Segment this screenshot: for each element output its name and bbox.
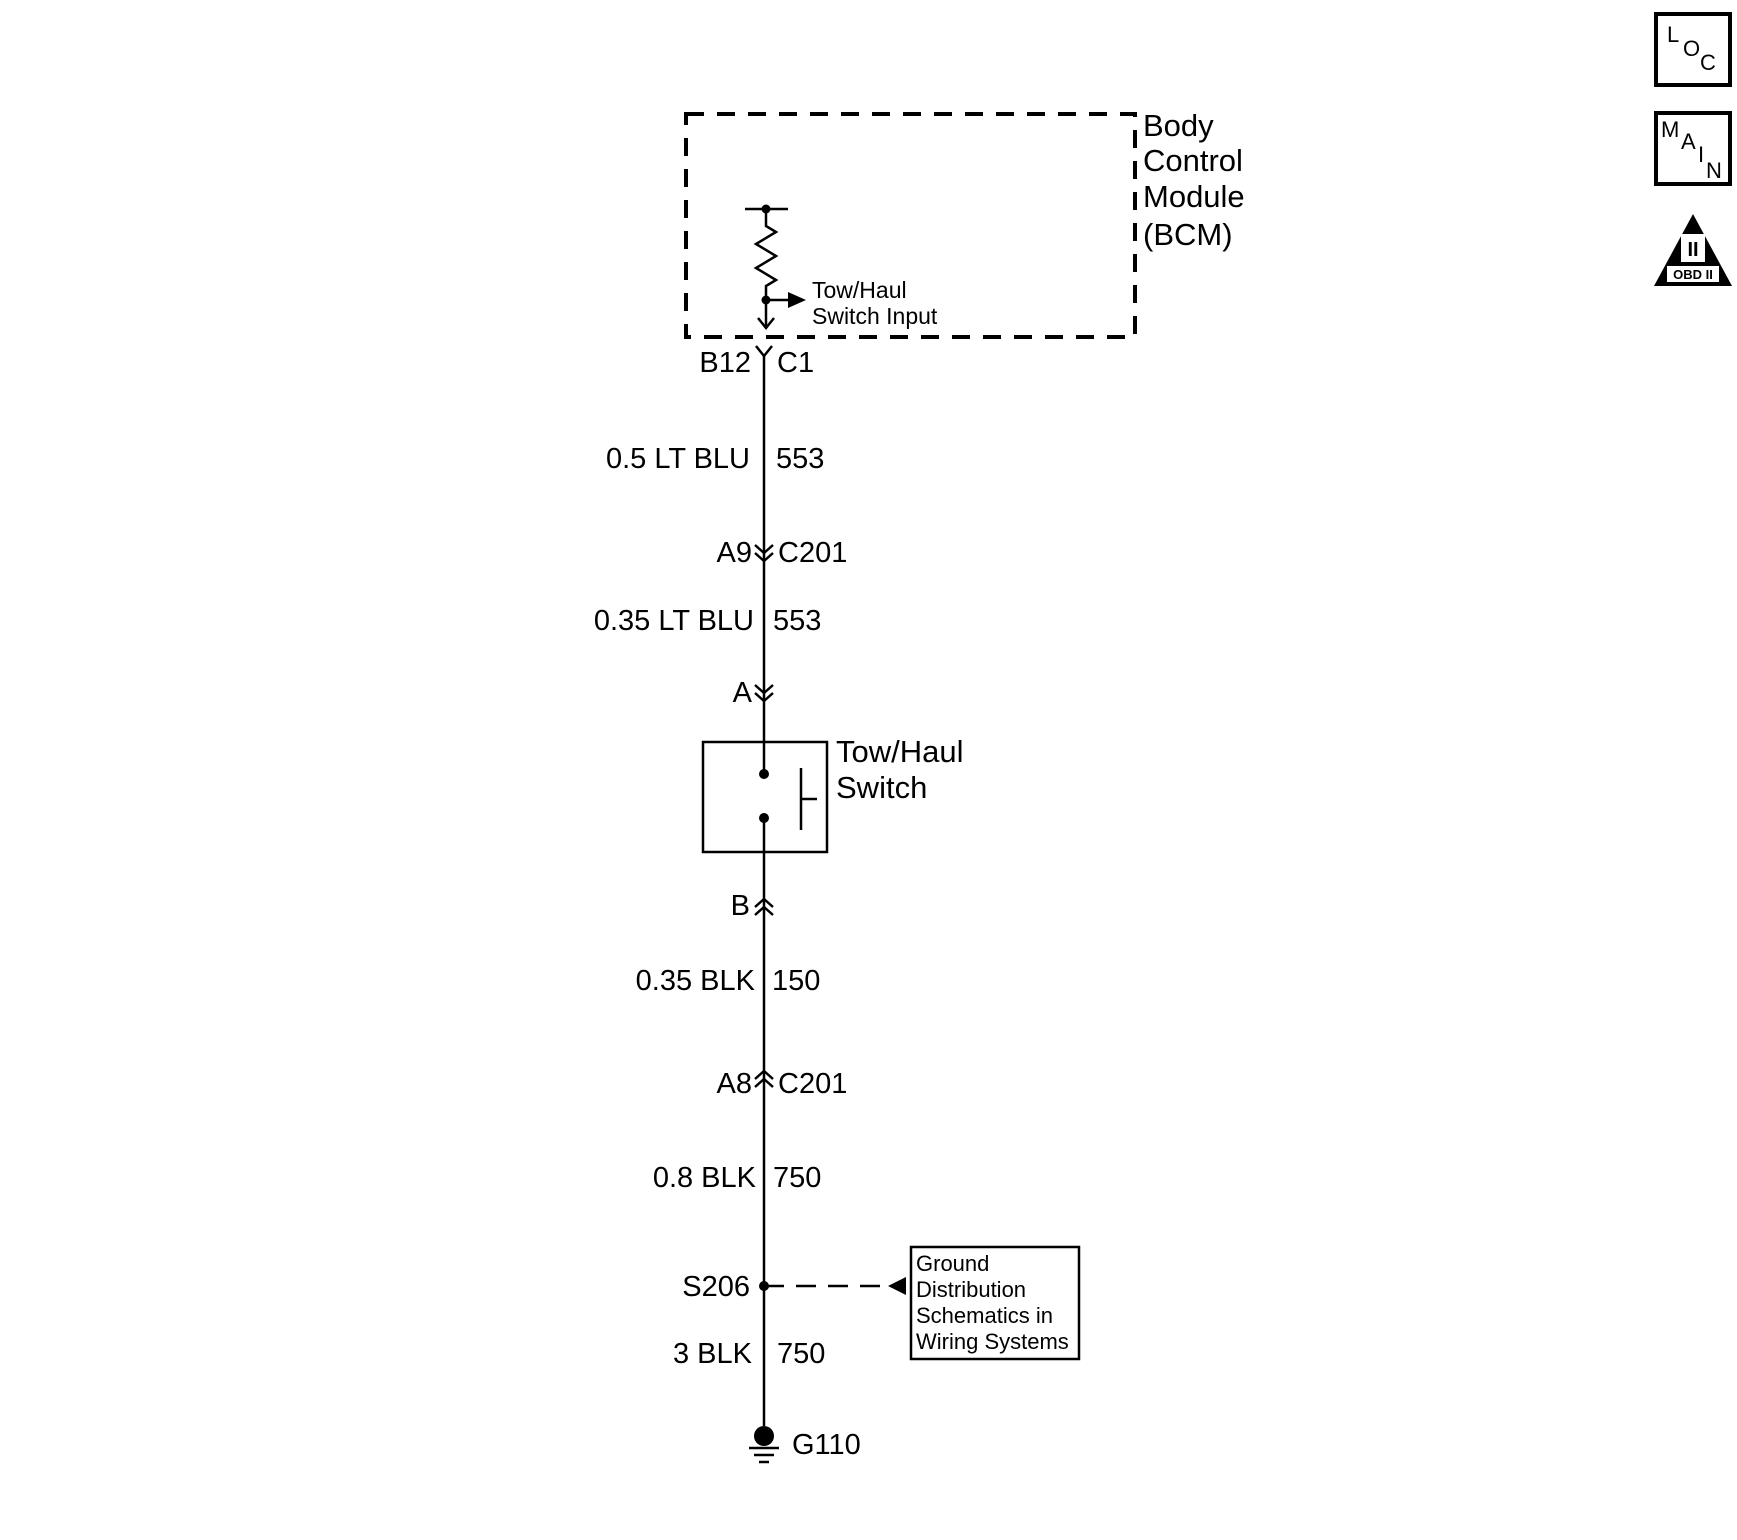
wire-4-gauge-color: 0.8 BLK <box>653 1162 757 1194</box>
wire-2-gauge-color: 0.35 LT BLU <box>594 605 754 637</box>
obd-numeral: II <box>1687 239 1698 261</box>
tow-haul-switch: Tow/Haul Switch <box>701 734 964 854</box>
main-letter-4: N <box>1706 158 1722 183</box>
switch-pin-b-chevron-icon <box>754 897 774 916</box>
reference-line-3: Schematics in <box>916 1303 1053 1328</box>
connector-up-chevron-icon <box>754 1069 774 1088</box>
c201-upper-pin: A9 <box>717 537 752 569</box>
wire-2-circuit: 553 <box>773 605 821 637</box>
main-icon[interactable]: M A I N <box>1654 111 1732 186</box>
wire-5-circuit: 750 <box>777 1338 825 1370</box>
connector-c201-lower: A8 C201 <box>717 1068 848 1100</box>
loc-letter-1: L <box>1667 22 1679 47</box>
c201-lower-id: C201 <box>778 1068 847 1100</box>
bcm-title-line-2: Control <box>1143 143 1243 178</box>
reference-line-2: Distribution <box>916 1277 1026 1302</box>
main-letter-1: M <box>1661 117 1679 142</box>
loc-icon[interactable]: L O C <box>1654 12 1732 87</box>
wire-4-circuit: 750 <box>773 1162 821 1194</box>
wire-3-circuit: 150 <box>772 965 820 997</box>
c201-upper-id: C201 <box>778 537 847 569</box>
main-letter-2: A <box>1681 129 1696 154</box>
reference-line-1: Ground <box>916 1251 989 1276</box>
splice-label: S206 <box>682 1271 750 1303</box>
bcm-title-line-4: (BCM) <box>1143 217 1233 252</box>
reference-line-4: Wiring Systems <box>916 1329 1069 1354</box>
switch-label-line-2: Switch <box>836 770 927 805</box>
bcm-input-label-line-2: Switch Input <box>812 303 938 329</box>
reference-box: Ground Distribution Schematics in Wiring… <box>909 1245 1081 1361</box>
bcm-title-line-3: Module <box>1143 179 1245 214</box>
loc-letter-3: C <box>1700 50 1716 75</box>
pullup-resistor-icon <box>745 204 788 331</box>
loc-letter-2: O <box>1683 36 1700 61</box>
ground-icon <box>749 1426 779 1464</box>
connector-down-chevron-icon <box>754 544 774 563</box>
pushbutton-icon <box>799 768 817 830</box>
bcm-dashed-border <box>684 112 1137 339</box>
switch-pin-a-label: A <box>733 677 753 709</box>
switch-label-line-1: Tow/Haul <box>836 734 964 769</box>
connector-fork-icon <box>755 345 773 359</box>
main-letter-3: I <box>1698 142 1704 167</box>
bcm-connector: B12 C1 <box>699 345 814 379</box>
signal-arrow-icon <box>766 292 806 308</box>
reference-arrow-icon <box>888 1277 906 1295</box>
bcm-title-line-1: Body <box>1143 108 1214 143</box>
connector-c201-upper: A9 C201 <box>717 537 848 569</box>
bcm-connector-pin: B12 <box>699 347 751 379</box>
c201-lower-pin: A8 <box>717 1068 752 1100</box>
wire-5-gauge-color: 3 BLK <box>673 1338 753 1370</box>
wire-1-gauge-color: 0.5 LT BLU <box>606 443 750 475</box>
bcm-module: Body Control Module (BCM) Tow/Haul Switc… <box>684 108 1245 339</box>
ground-label: G110 <box>792 1429 861 1461</box>
bcm-input-label-line-1: Tow/Haul <box>812 277 907 303</box>
obd-caption: OBD II <box>1673 267 1713 282</box>
wire-3-gauge-color: 0.35 BLK <box>636 965 756 997</box>
switch-pin-b-label: B <box>731 890 750 922</box>
ground-g110: G110 <box>749 1426 861 1464</box>
wire-1-circuit: 553 <box>776 443 824 475</box>
splice-s206: S206 <box>682 1271 906 1303</box>
obd-ii-icon[interactable]: II OBD II <box>1654 214 1732 286</box>
switch-pin-a-chevron-icon <box>754 684 774 703</box>
bcm-connector-id: C1 <box>777 347 814 379</box>
